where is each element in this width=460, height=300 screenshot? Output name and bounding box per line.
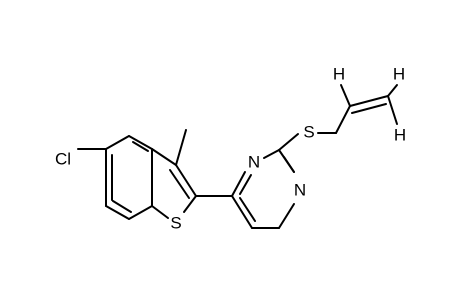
bond	[278, 203, 295, 229]
vinyl-h2-label: H	[393, 65, 405, 84]
bond	[239, 197, 256, 222]
bond	[231, 195, 253, 229]
bond	[231, 171, 246, 197]
bond	[105, 135, 130, 150]
bond	[151, 205, 169, 219]
bond	[132, 141, 149, 152]
bond	[151, 148, 177, 166]
bond	[105, 205, 130, 220]
bond	[263, 149, 280, 159]
bond	[169, 169, 190, 199]
bond	[175, 129, 187, 166]
bond	[183, 195, 197, 213]
bond	[278, 133, 299, 151]
bond	[335, 105, 351, 134]
bond	[387, 84, 398, 97]
bond	[175, 164, 197, 197]
vinyl-h1-label: H	[333, 65, 345, 84]
chlorine-atom-label: Cl	[55, 150, 71, 169]
bond	[112, 200, 132, 213]
atom-labels: Cl S S N N H H H	[55, 65, 406, 233]
bond	[351, 103, 387, 114]
bond	[128, 205, 153, 220]
bond	[239, 174, 252, 195]
bond	[349, 95, 389, 107]
bond	[283, 156, 295, 173]
thiophene-sulfur-label: S	[170, 214, 181, 233]
thioether-sulfur-label: S	[303, 123, 314, 142]
bond	[128, 135, 153, 150]
pyrimidine-n1-label: N	[248, 153, 260, 172]
bond	[340, 84, 351, 107]
pyrimidine-n3-label: N	[294, 181, 306, 200]
vinyl-h3-label: H	[394, 126, 406, 145]
bond	[387, 95, 398, 125]
bonds	[77, 84, 398, 229]
